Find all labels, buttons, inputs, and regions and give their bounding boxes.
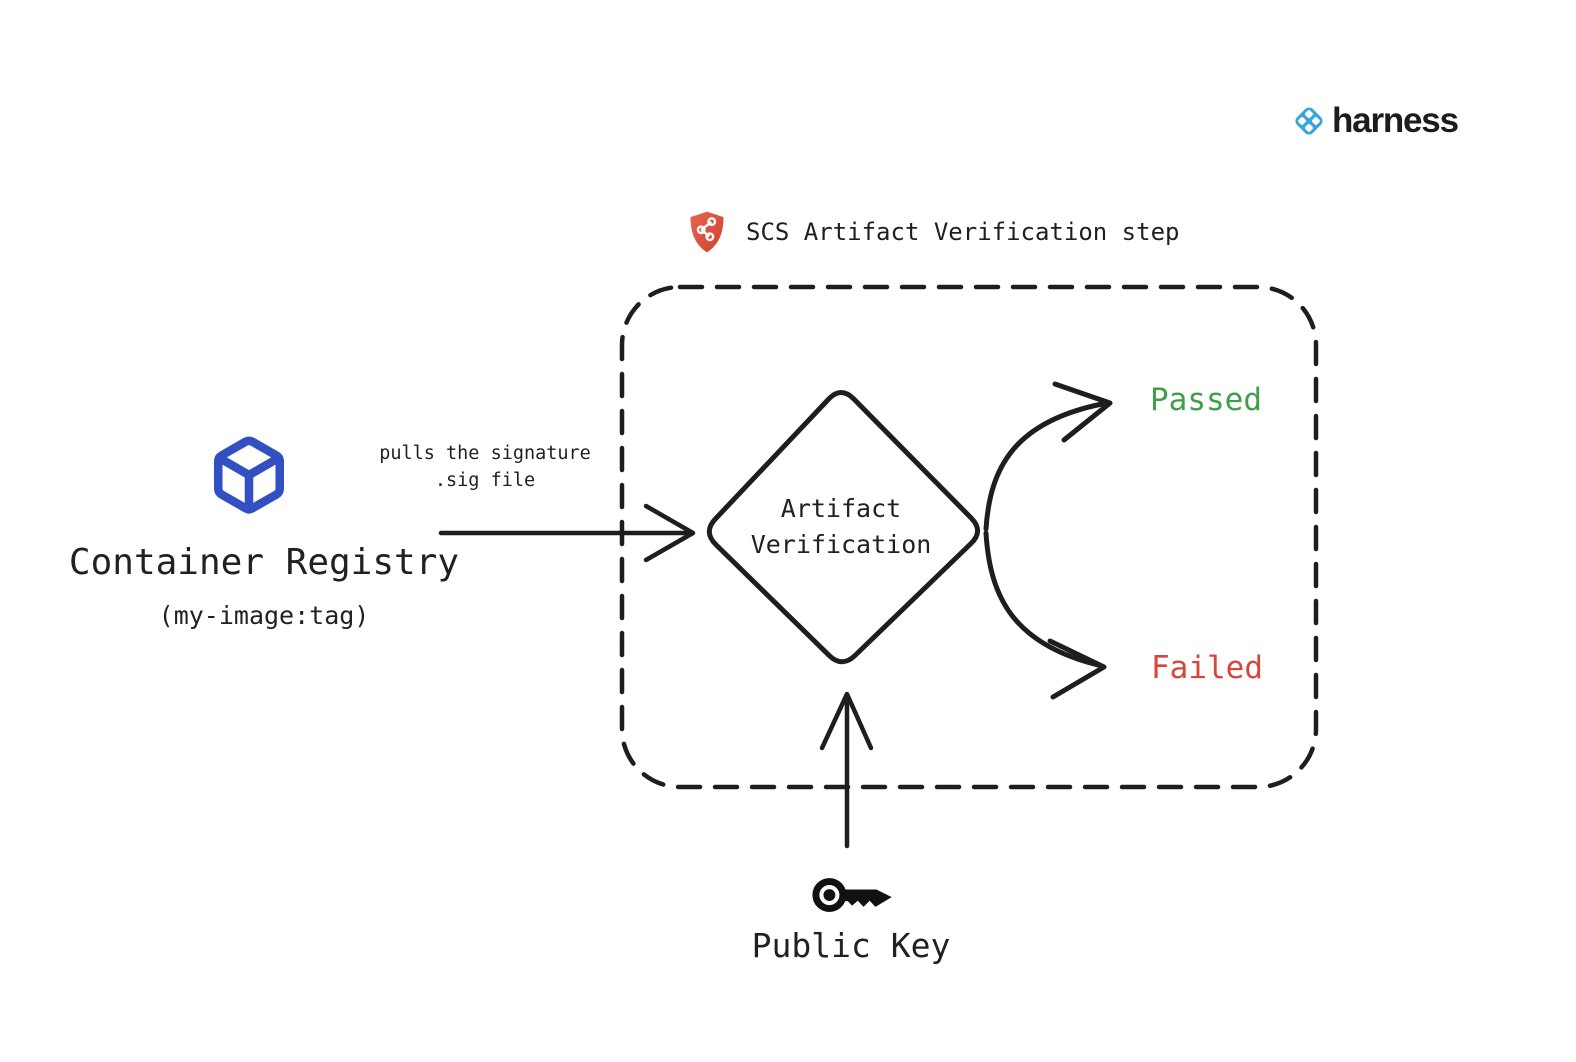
- container-registry-label: Container Registry: [68, 542, 460, 583]
- step-title: SCS Artifact Verification step: [688, 208, 1179, 256]
- artifact-verification-line2: Verification: [750, 530, 932, 559]
- passed-branch-arrow: [983, 381, 1113, 532]
- public-key-label: Public Key: [751, 926, 951, 965]
- pull-signature-label-line2: .sig file: [434, 470, 536, 491]
- brand-wordmark: harness: [1332, 101, 1459, 140]
- harness-diamond-icon: [1295, 107, 1323, 135]
- failed-label: Failed: [1151, 650, 1263, 686]
- verification-step-boundary: [619, 284, 1319, 790]
- passed-label: Passed: [1150, 382, 1262, 418]
- brand-logo: harness: [1292, 101, 1459, 140]
- key-icon: [812, 878, 892, 913]
- container-registry-image-tag: (my-image:tag): [158, 601, 370, 630]
- public-key-arrow: [819, 691, 874, 849]
- container-cube-icon: [213, 436, 285, 514]
- pull-signature-label: pulls the signature .sig file: [372, 440, 598, 494]
- artifact-verification-line1: Artifact: [780, 494, 902, 523]
- artifact-verification-diamond: [706, 389, 981, 665]
- pull-signature-arrow: [438, 503, 696, 563]
- shield-supply-chain-icon: [690, 211, 724, 253]
- pull-signature-label-line1: pulls the signature: [379, 443, 591, 464]
- artifact-verification-label: Artifact Verification: [741, 491, 941, 563]
- failed-branch-arrow: [983, 530, 1107, 700]
- step-title-label: SCS Artifact Verification step: [746, 218, 1180, 246]
- container-registry-node: Container Registry (my-image:tag): [54, 541, 474, 631]
